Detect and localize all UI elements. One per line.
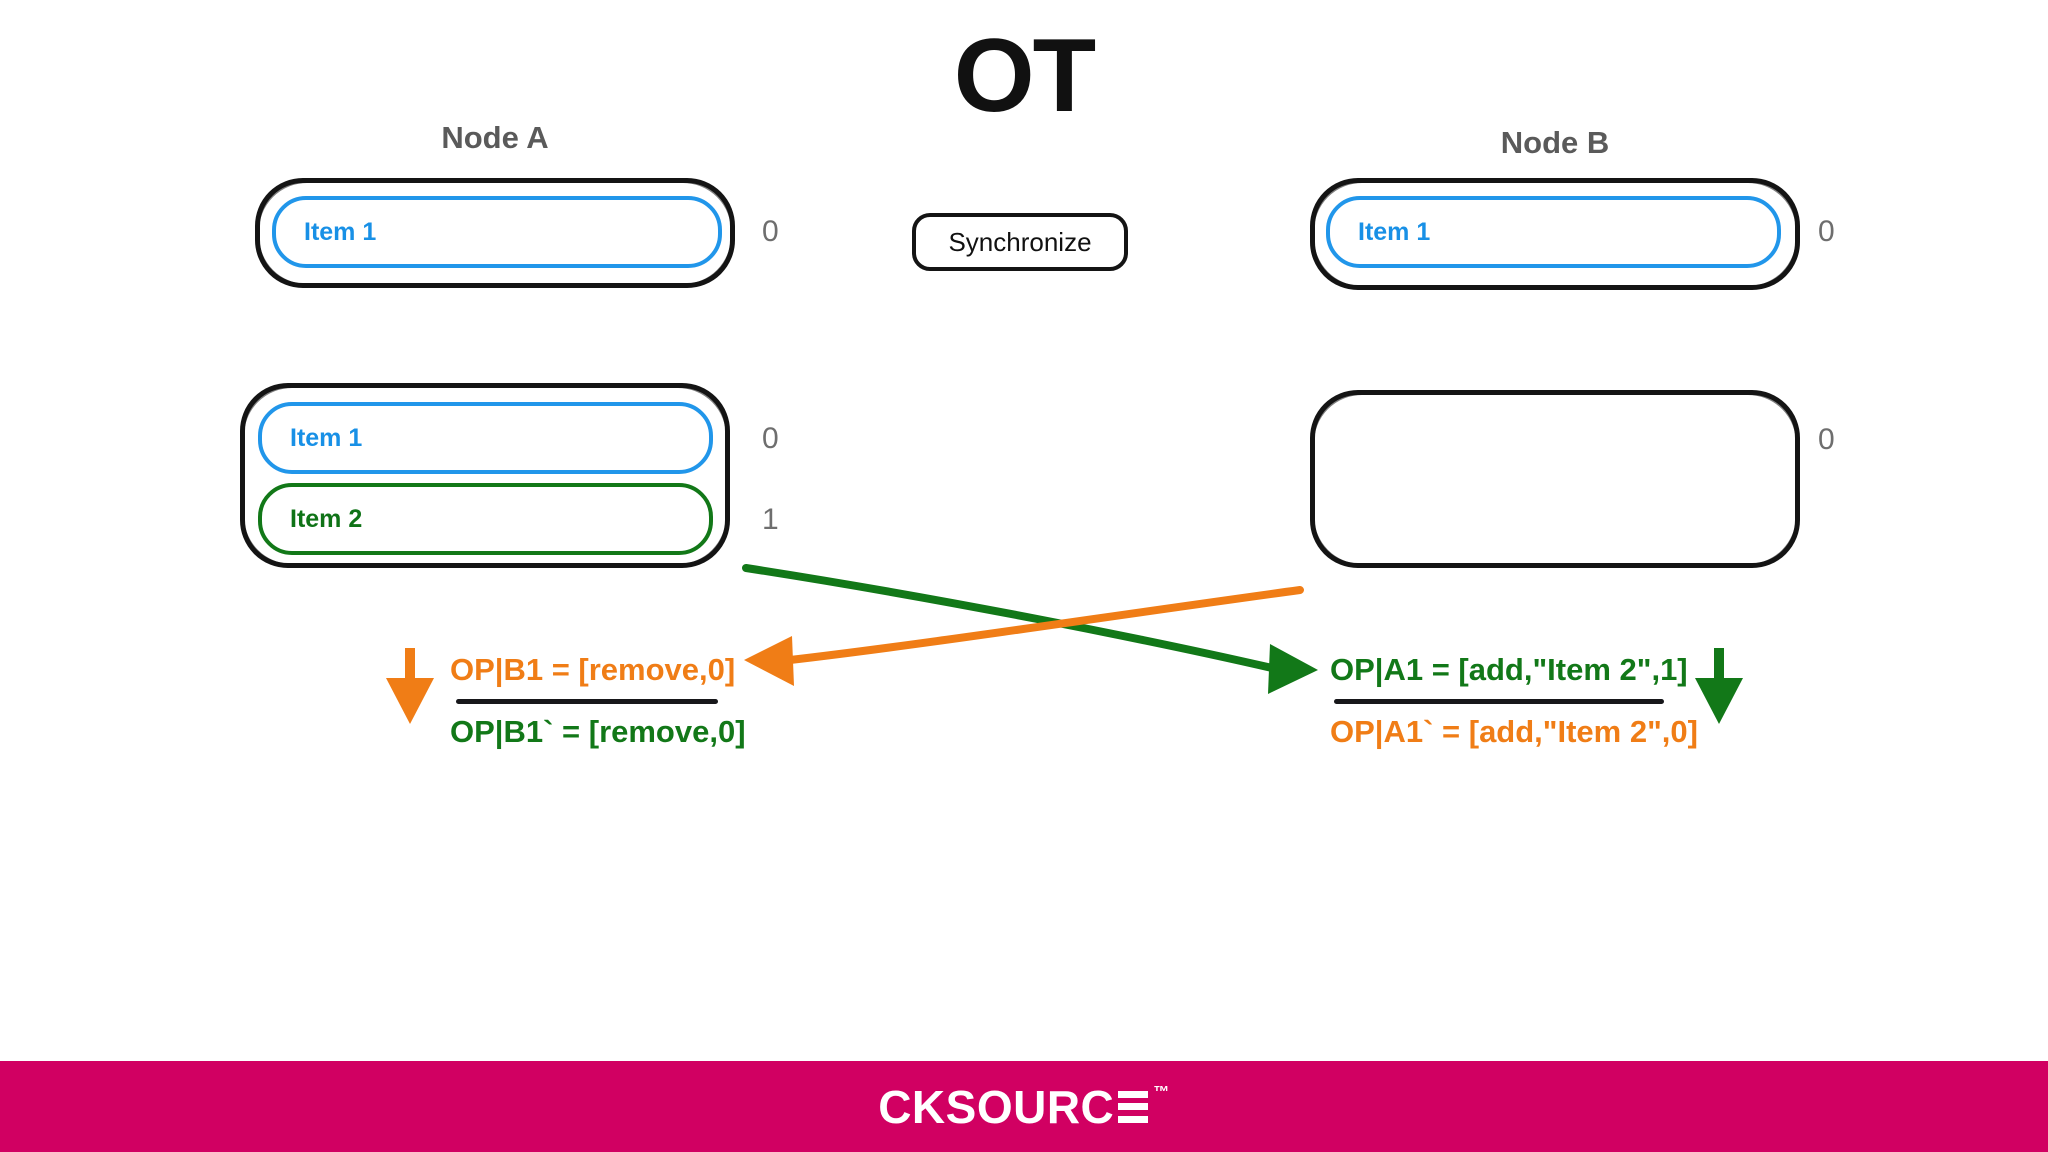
node-a-state2-item-1[interactable]: Item 1	[258, 402, 713, 474]
node-a-state2-index-0: 0	[762, 422, 779, 455]
logo-source-text: SOURC	[945, 1080, 1115, 1133]
node-b-state1-item-1[interactable]: Item 1	[1326, 196, 1781, 268]
logo-ck-text: CK	[878, 1080, 946, 1133]
a-to-b-arrow	[742, 564, 1318, 694]
op-left-original: OP|B1 = [remove,0]	[450, 652, 736, 687]
footer-band	[0, 1061, 2048, 1152]
node-a-state1-index-0: 0	[762, 215, 779, 248]
node-b-label: Node B	[1500, 125, 1610, 160]
page-title: OT	[953, 18, 1096, 134]
operation-block-left: OP|B1 = [remove,0] OP|B1` = [remove,0]	[450, 648, 746, 755]
op-right-divider	[1334, 698, 1664, 704]
node-b-document-state-2-empty	[1310, 390, 1800, 568]
op-left-down-arrow	[386, 648, 434, 724]
synchronize-button[interactable]: Synchronize	[912, 213, 1128, 271]
node-a-state2-index-1: 1	[762, 503, 779, 536]
op-left-transformed: OP|B1` = [remove,0]	[450, 713, 746, 749]
node-b-state2-index-0: 0	[1818, 423, 1835, 456]
synchronize-button-label: Synchronize	[948, 226, 1092, 257]
node-a-state1-item-1[interactable]: Item 1	[272, 196, 722, 268]
node-a-label: Node A	[441, 120, 549, 155]
op-left-divider	[456, 698, 718, 704]
logo-e-bars-icon	[1118, 1090, 1149, 1123]
node-b-state1-index-0: 0	[1818, 215, 1835, 248]
node-a-state2-item-2[interactable]: Item 2	[258, 483, 713, 555]
op-right-original: OP|A1 = [add,"Item 2",1]	[1330, 652, 1688, 687]
op-right-transformed: OP|A1` = [add,"Item 2",0]	[1330, 713, 1698, 749]
operation-block-right: OP|A1 = [add,"Item 2",1] OP|A1` = [add,"…	[1330, 648, 1698, 755]
b-to-a-arrow	[744, 586, 1304, 686]
logo-trademark-symbol: ™	[1153, 1083, 1170, 1101]
op-right-down-arrow	[1695, 648, 1743, 724]
